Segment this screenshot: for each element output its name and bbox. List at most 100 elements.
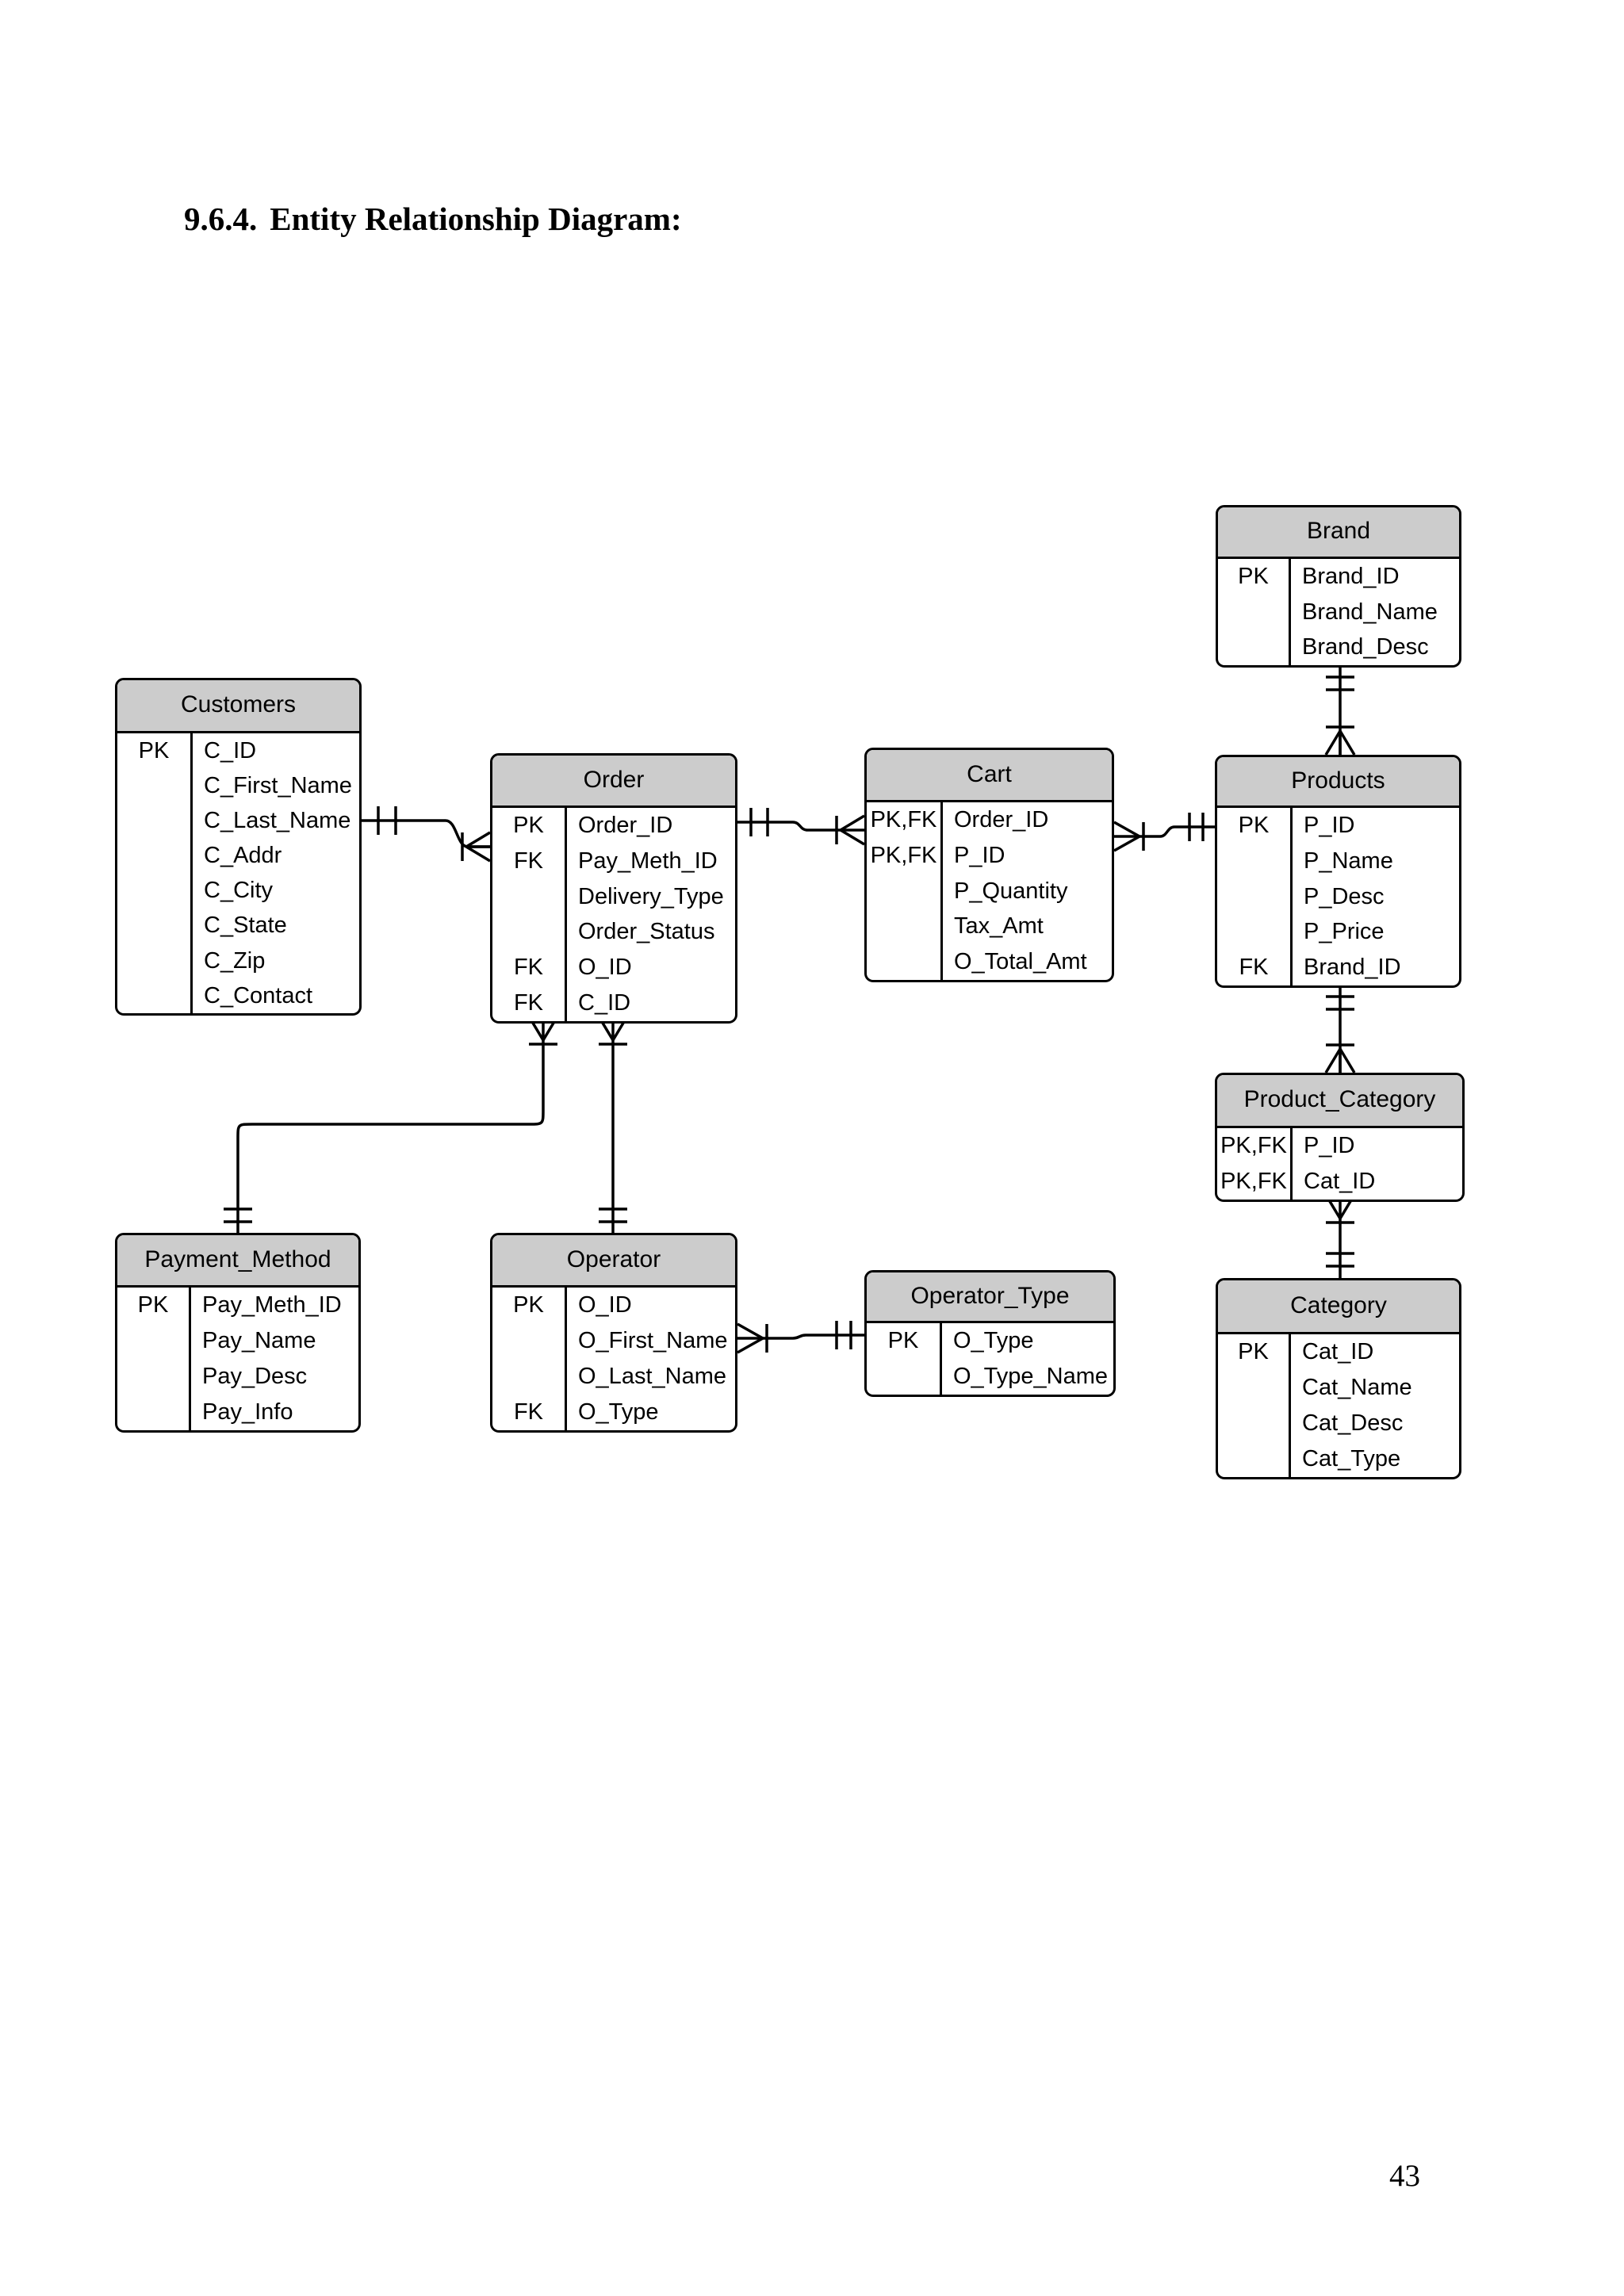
entity-attribute-row: O_Type_Name [867, 1359, 1113, 1395]
field-name: O_Type_Name [953, 1364, 1109, 1389]
field-name: O_ID [578, 955, 632, 981]
connector-line [763, 1334, 864, 1340]
field-name: P_ID [1304, 1133, 1355, 1158]
field-name: C_ID [578, 989, 631, 1016]
entity-attribute-row: PK C_ID [117, 733, 359, 769]
entity-attribute-row: P_Name [1217, 843, 1459, 879]
field-name: Pay_Info [202, 1399, 293, 1425]
entity-title: Payment_Method [117, 1235, 358, 1288]
rel-payment-method-order [224, 1016, 559, 1233]
key-label [867, 873, 943, 909]
field-name: Cat_ID [1302, 1339, 1374, 1364]
rel-products-product-category [1324, 981, 1356, 1073]
field-name: Brand_ID [1304, 955, 1401, 981]
key-label [1218, 1441, 1291, 1477]
entity-attribute-row: PK Cat_ID [1218, 1334, 1459, 1370]
cardinality-mark [1324, 730, 1342, 756]
key-label: PK [1218, 559, 1291, 595]
cardinality-mark [737, 1322, 764, 1340]
key-label: PK [492, 1288, 567, 1323]
field-name: Cat_Name [1302, 1375, 1412, 1400]
cardinality-mark [737, 1337, 764, 1354]
key-label [117, 803, 193, 839]
section-title: 9.6.4. Entity Relationship Diagram: [184, 200, 682, 238]
key-label: FK [1217, 950, 1293, 985]
entity-attribute-row: PK Order_ID [492, 808, 735, 844]
rel-operator-type-operator [737, 1321, 864, 1354]
entity-attribute-row: P_Price [1217, 914, 1459, 951]
entity-attribute-row: PK Brand_ID [1218, 559, 1459, 595]
rel-products-cart [1113, 813, 1215, 852]
field-name: C_Last_Name [204, 808, 351, 834]
key-label: PK [492, 808, 567, 844]
field-name: C_City [204, 878, 274, 904]
field-name: Cat_ID [1304, 1169, 1376, 1194]
field-name: C_ID [204, 738, 257, 763]
key-label: FK [492, 1395, 567, 1430]
entity-attribute-row: C_Contact [117, 978, 359, 1013]
cardinality-mark [1324, 1048, 1342, 1073]
entity-attribute-row: C_First_Name [117, 768, 359, 804]
key-label: FK [492, 950, 567, 985]
field-name: Cat_Desc [1302, 1410, 1404, 1436]
entity-title: Category [1218, 1280, 1459, 1334]
field-name: Brand_ID [1302, 564, 1400, 589]
entity-title: Cart [867, 750, 1112, 802]
field-name: Tax_Amt [954, 913, 1044, 939]
key-label [1218, 629, 1291, 666]
entity-attribute-row: Pay_Name [117, 1323, 358, 1359]
key-label [867, 944, 943, 980]
rel-order-cart [737, 808, 865, 846]
entity-attribute-row: Delivery_Type [492, 878, 735, 915]
entity-attribute-row: C_Addr [117, 838, 359, 874]
rel-customers-order [361, 806, 491, 863]
field-name: P_Desc [1304, 883, 1385, 909]
entity-title: Operator [492, 1235, 735, 1288]
key-label [492, 1359, 567, 1395]
key-label [492, 1323, 567, 1359]
field-name: O_Last_Name [578, 1364, 726, 1389]
key-label: PK [117, 733, 193, 769]
entity-attribute-row: PK O_ID [492, 1288, 735, 1323]
key-label [1218, 1370, 1291, 1406]
field-name: Delivery_Type [578, 883, 724, 909]
rel-operator-order [597, 1016, 629, 1233]
key-label [1218, 1406, 1291, 1441]
key-label [117, 768, 193, 804]
key-label [1217, 878, 1293, 915]
field-name: C_Zip [204, 947, 266, 974]
key-label: PK [1218, 1334, 1291, 1370]
field-name: O_ID [578, 1292, 632, 1318]
entity-attribute-row: Cat_Name [1218, 1370, 1459, 1406]
key-label: PK,FK [1217, 1164, 1293, 1200]
field-name: Order_ID [578, 813, 673, 838]
field-name: O_Total_Amt [954, 949, 1087, 975]
cardinality-mark [1339, 1048, 1356, 1073]
entity-attribute-row: C_Zip [117, 943, 359, 978]
entity-attribute-row: O_Last_Name [492, 1359, 735, 1395]
key-label [1217, 914, 1293, 951]
key-label [492, 914, 567, 951]
key-label [117, 943, 193, 978]
field-name: C_Addr [204, 843, 282, 869]
entity-title: Product_Category [1217, 1075, 1462, 1128]
entity-attribute-row: Order_Status [492, 914, 735, 951]
connector-line [737, 821, 841, 832]
field-name: Brand_Name [1302, 599, 1438, 625]
connector-line [1139, 825, 1215, 838]
rel-brand-products [1324, 660, 1356, 756]
entity-attribute-row: PK,FK Cat_ID [1217, 1164, 1462, 1200]
field-name: C_Contact [204, 982, 313, 1008]
entity-attribute-row: P_Desc [1217, 878, 1459, 915]
key-label [867, 1359, 942, 1395]
